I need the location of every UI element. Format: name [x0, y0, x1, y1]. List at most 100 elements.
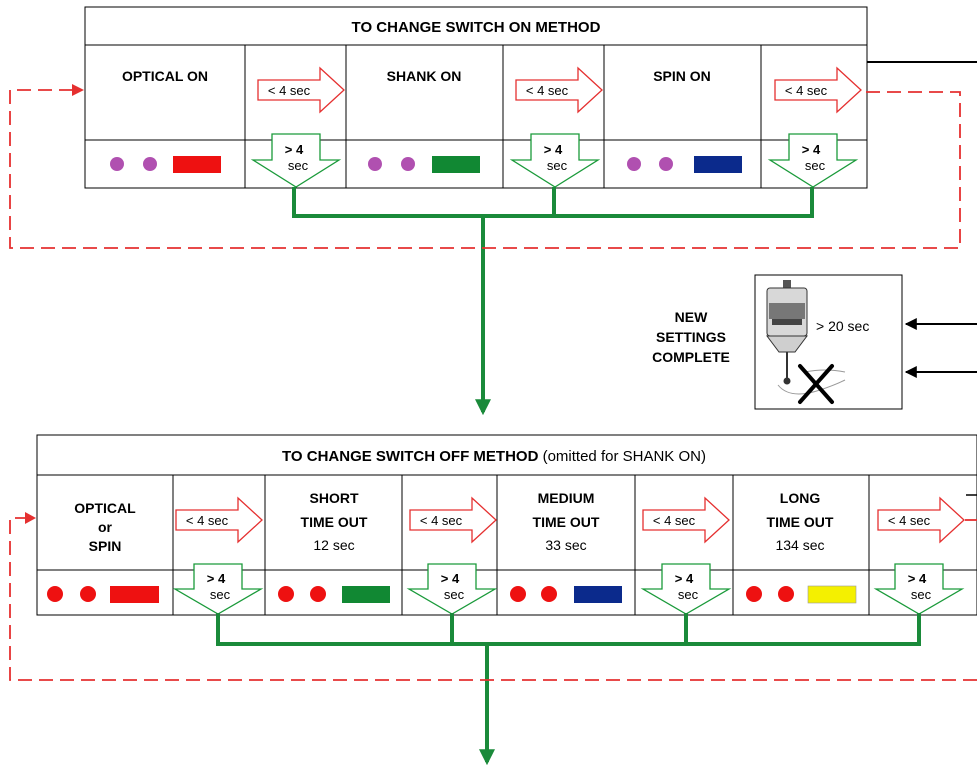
indicator-bar [807, 585, 857, 604]
long-press-label: sec [678, 587, 699, 602]
short-press-arrow: < 4 sec [515, 66, 603, 114]
mode-label: TIME OUT [767, 514, 834, 530]
short-press-arrow: < 4 sec [409, 496, 497, 544]
short-press-label: < 4 sec [888, 513, 931, 528]
indicator-dot [143, 157, 157, 171]
indicator-dot [278, 586, 294, 602]
long-press-label: sec [210, 587, 231, 602]
top-dashed-return-loop [9, 89, 961, 249]
down-arrow-icon [873, 563, 965, 615]
settings-complete-line: NEW [675, 309, 708, 325]
short-press-label: < 4 sec [653, 513, 696, 528]
long-press-arrow: > 4 sec [250, 133, 342, 188]
indicator-bar [110, 586, 159, 603]
timeout-value: 33 sec [545, 537, 586, 553]
short-press-arrow: < 4 sec [175, 496, 263, 544]
long-press-label: sec [805, 158, 826, 173]
switch-off-header: TO CHANGE SWITCH OFF METHOD (omitted for… [282, 448, 706, 465]
long-press-arrow: > 4 sec [172, 563, 264, 615]
short-press-label: < 4 sec [420, 513, 463, 528]
probe-illustration: > 20 sec [754, 274, 903, 410]
switch-on-header: TO CHANGE SWITCH ON METHOD [352, 19, 601, 36]
mode-label: MEDIUM [538, 490, 595, 506]
mode-spin-on: SPIN ON [627, 68, 742, 173]
mode-label: SPIN ON [653, 68, 711, 84]
long-press-label: > 4 [441, 571, 460, 586]
probe-duration-label: > 20 sec [816, 318, 869, 334]
bottom-dashed-return-loop [9, 517, 977, 681]
short-press-arrow: < 4 sec [642, 496, 730, 544]
mode-optical-or-spin: OPTICAL or SPIN [47, 500, 159, 603]
indicator-dot [47, 586, 63, 602]
mode-label: OPTICAL [74, 500, 136, 516]
long-press-label: sec [911, 587, 932, 602]
long-press-arrow: > 4 sec [406, 563, 498, 615]
down-arrow-icon [250, 133, 342, 188]
short-press-arrow: < 4 sec [877, 496, 965, 544]
right-arrow-icon [175, 496, 263, 544]
bottom-green-flow [216, 613, 921, 766]
short-press-arrow: < 4 sec [774, 66, 862, 114]
indicator-dot [310, 586, 326, 602]
settings-complete-line: SETTINGS [656, 329, 726, 345]
mode-medium-time-out: MEDIUM TIME OUT 33 sec [510, 490, 622, 603]
mode-label: SPIN [89, 538, 122, 554]
long-press-arrow: > 4 sec [509, 133, 601, 188]
indicator-bar [173, 156, 221, 173]
right-arrow-icon [515, 66, 603, 114]
indicator-dot [778, 586, 794, 602]
down-arrow-icon [509, 133, 601, 188]
short-press-arrow: < 4 sec [257, 66, 345, 114]
right-arrow-icon [642, 496, 730, 544]
mode-long-time-out: LONG TIME OUT 134 sec [746, 490, 857, 604]
indicator-dot [510, 586, 526, 602]
mode-label: SHORT [310, 490, 359, 506]
mode-label: or [98, 519, 113, 535]
mode-short-time-out: SHORT TIME OUT 12 sec [278, 490, 390, 603]
long-press-label: sec [444, 587, 465, 602]
indicator-dot [110, 157, 124, 171]
indicator-bar [432, 156, 480, 173]
cross-icon [798, 364, 834, 404]
long-press-label: sec [547, 158, 568, 173]
settings-complete-line: COMPLETE [652, 349, 730, 365]
switch-off-header-note: (omitted for SHANK ON) [538, 448, 706, 465]
top-green-flow [292, 187, 814, 416]
short-press-label: < 4 sec [526, 83, 569, 98]
timeout-value: 134 sec [775, 537, 824, 553]
indicator-bar [574, 586, 622, 603]
down-arrow-icon [767, 133, 859, 188]
mode-label: LONG [780, 490, 821, 506]
down-arrow-icon [640, 563, 732, 615]
indicator-dot [80, 586, 96, 602]
indicator-dot [627, 157, 641, 171]
indicator-dot [368, 157, 382, 171]
right-arrow-icon [409, 496, 497, 544]
short-press-label: < 4 sec [186, 513, 229, 528]
short-press-label: < 4 sec [785, 83, 828, 98]
long-press-label: > 4 [285, 142, 304, 157]
mode-label: TIME OUT [533, 514, 600, 530]
long-press-arrow: > 4 sec [640, 563, 732, 615]
indicator-dot [746, 586, 762, 602]
indicator-dot [659, 157, 673, 171]
right-arrow-icon [257, 66, 345, 114]
mode-shank-on: SHANK ON [368, 68, 480, 173]
indicator-dot [401, 157, 415, 171]
right-arrow-icon [877, 496, 965, 544]
indicator-bar [694, 156, 742, 173]
long-press-label: sec [288, 158, 309, 173]
indicator-dot [541, 586, 557, 602]
long-press-label: > 4 [544, 142, 563, 157]
short-press-label: < 4 sec [268, 83, 311, 98]
long-press-label: > 4 [908, 571, 927, 586]
long-press-label: > 4 [675, 571, 694, 586]
long-press-label: > 4 [802, 142, 821, 157]
down-arrow-icon [172, 563, 264, 615]
long-press-arrow: > 4 sec [767, 133, 859, 188]
mode-optical-on: OPTICAL ON [110, 68, 221, 173]
mode-label: SHANK ON [387, 68, 462, 84]
down-arrow-icon [406, 563, 498, 615]
switch-off-header-bold: TO CHANGE SWITCH OFF METHOD [282, 448, 539, 465]
